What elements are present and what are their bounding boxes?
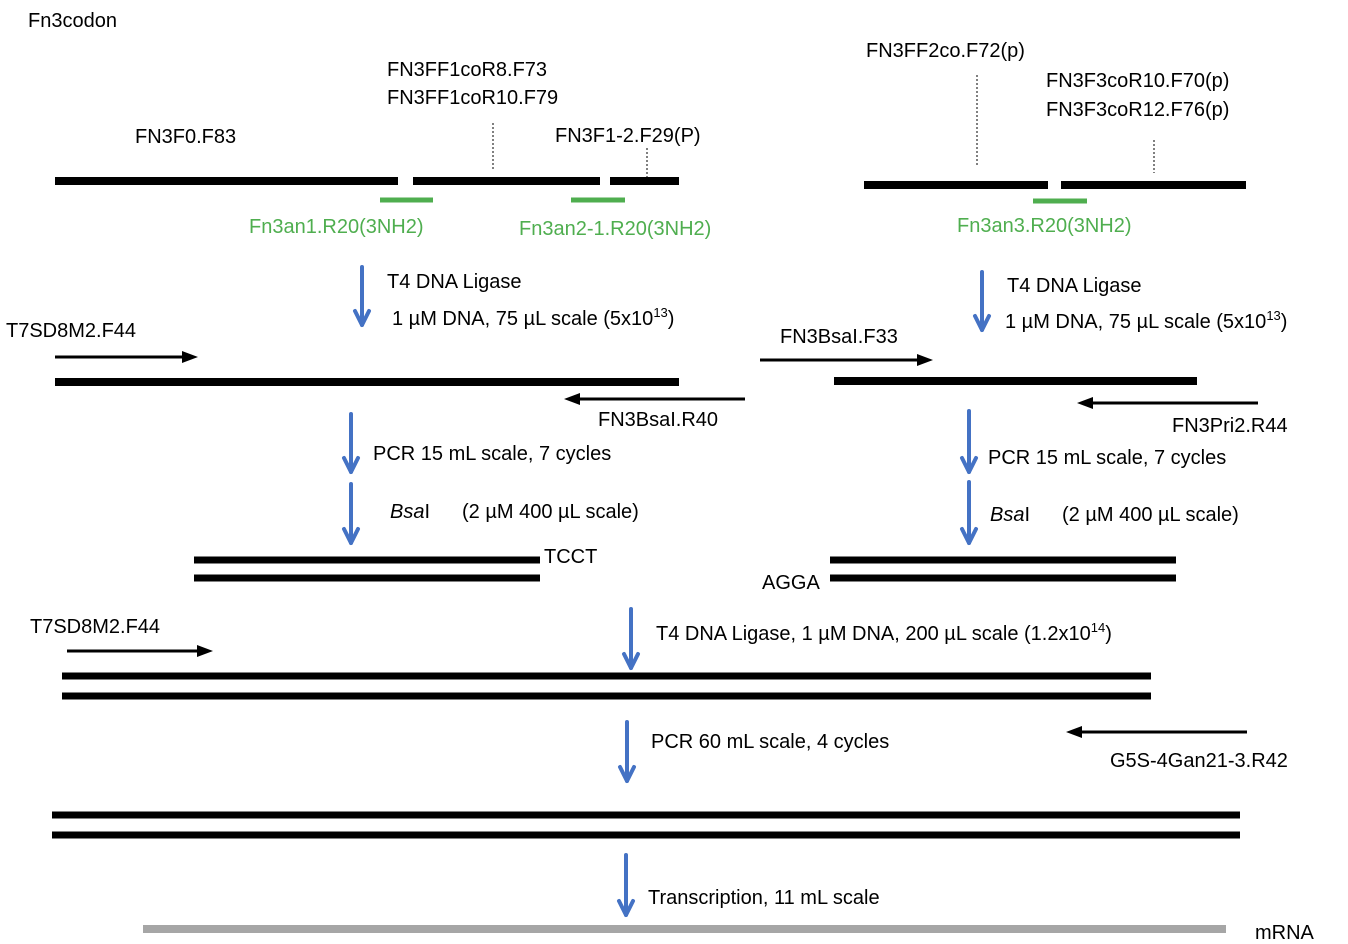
overhang-label-agga: AGGA (762, 572, 820, 594)
oligo-label-fn3ff2co: FN3FF2co.F72(p) (866, 40, 1025, 62)
ligation-conditions-right: 1 µM DNA, 75 µL scale (5x1013) (1005, 308, 1287, 333)
mrna-label: mRNA (1255, 922, 1315, 944)
diagram-title: Fn3codon (28, 10, 117, 32)
primer-arrow-forward-3 (67, 645, 213, 657)
transcription-label: Transcription, 11 mL scale (648, 887, 880, 909)
primer-arrow-reverse-2 (1077, 397, 1258, 409)
primer-arrow-reverse-1 (564, 393, 745, 405)
step-arrow-digest-left (342, 482, 360, 545)
splint-label-2: Fn3an2-1.R20(3NH2) (519, 218, 711, 240)
step-arrow-transcription (617, 853, 635, 917)
primer-arrow-reverse-3 (1066, 726, 1247, 738)
step-arrow-ligation-right (973, 270, 991, 332)
step-arrow-pcr-left (342, 412, 360, 474)
oligo-label-fn3f0: FN3F0.F83 (135, 126, 236, 148)
primer-arrow-forward-2 (760, 354, 933, 366)
ligation-conditions-left: 1 µM DNA, 75 µL scale (5x1013) (392, 305, 674, 330)
oligo-label-fn3ff1cor8: FN3FF1coR8.F73 (387, 59, 547, 81)
primer-label-fn3bsai-f33: FN3BsaI.F33 (780, 326, 898, 348)
ligation-enzyme-right: T4 DNA Ligase (1007, 275, 1142, 297)
splint-label-3: Fn3an3.R20(3NH2) (957, 215, 1132, 237)
digest-conditions-right: (2 µM 400 µL scale) (1062, 504, 1239, 526)
primer-label-t7sd8m2-top: T7SD8M2.F44 (6, 320, 136, 342)
step-arrow-ligation-final (622, 607, 640, 670)
step-arrow-digest-right (960, 480, 978, 545)
oligo-label-fn3f3cor10: FN3F3coR10.F70(p) (1046, 70, 1229, 92)
oligo-label-fn3ff1cor10: FN3FF1coR10.F79 (387, 87, 558, 109)
digest-label-left: BsaI (390, 501, 430, 523)
primer-label-t7sd8m2-bottom: T7SD8M2.F44 (30, 616, 160, 638)
pcr-label-final: PCR 60 mL scale, 4 cycles (651, 731, 889, 753)
step-arrow-pcr-final (618, 720, 636, 783)
primer-label-fn3bsai-r40: FN3BsaI.R40 (598, 409, 718, 431)
primer-label-fn3pri2-r44: FN3Pri2.R44 (1172, 415, 1288, 437)
pcr-label-right: PCR 15 mL scale, 7 cycles (988, 447, 1226, 469)
overhang-label-tcct: TCCT (544, 546, 597, 568)
digest-label-right: BsaI (990, 504, 1030, 526)
ligation-enzyme-left: T4 DNA Ligase (387, 271, 522, 293)
primer-arrow-forward-1 (55, 351, 198, 363)
oligo-label-fn3f3cor12: FN3F3coR12.F76(p) (1046, 99, 1229, 121)
ligation-conditions-final: T4 DNA Ligase, 1 µM DNA, 200 µL scale (1… (656, 620, 1112, 645)
step-arrow-pcr-right (960, 409, 978, 474)
oligo-label-fn3f1-2: FN3F1-2.F29(P) (555, 125, 701, 147)
pcr-label-left: PCR 15 mL scale, 7 cycles (373, 443, 611, 465)
primer-label-g5s: G5S-4Gan21-3.R42 (1110, 750, 1288, 772)
step-arrow-ligation-left (353, 265, 371, 327)
splint-label-1: Fn3an1.R20(3NH2) (249, 216, 424, 238)
digest-conditions-left: (2 µM 400 µL scale) (462, 501, 639, 523)
